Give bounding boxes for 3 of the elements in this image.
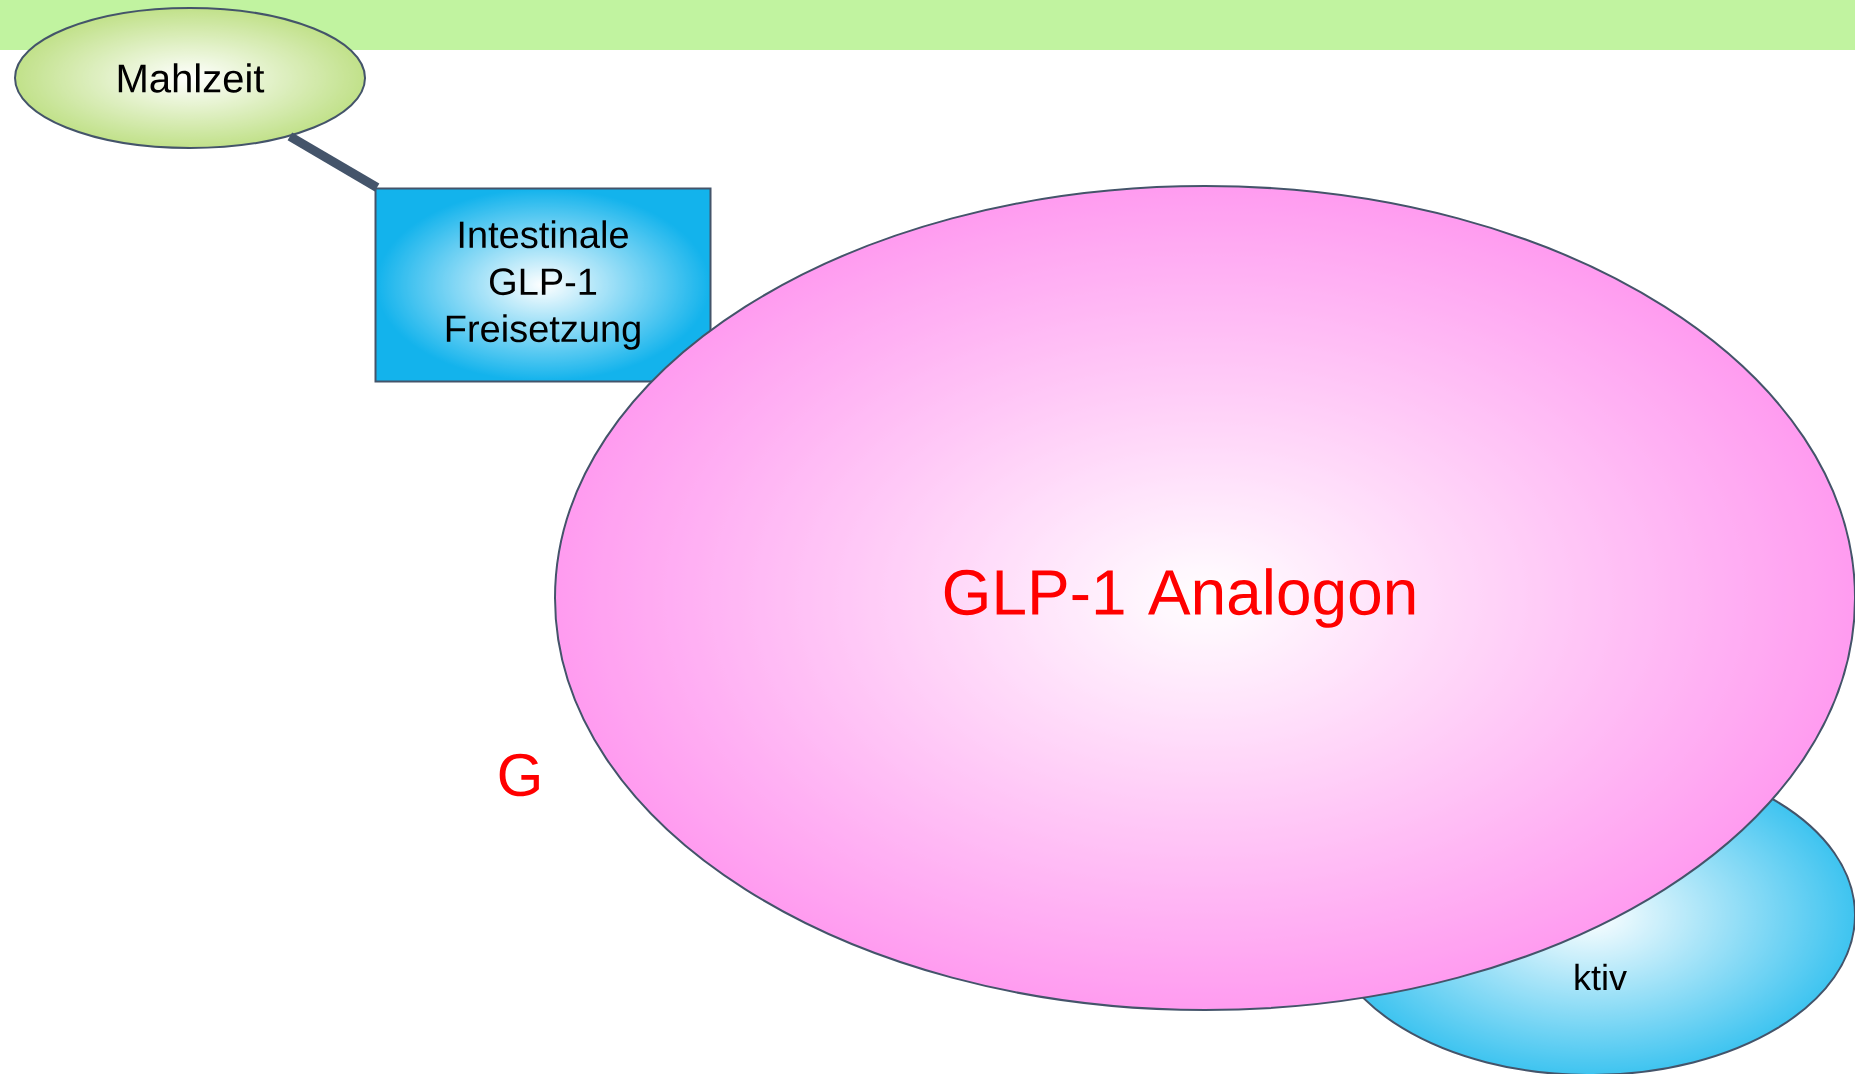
process-box: Intestinale GLP-1 Freisetzung <box>374 187 712 383</box>
connector-line <box>287 132 380 192</box>
ellipse-node: Mahlzeit <box>14 7 366 149</box>
